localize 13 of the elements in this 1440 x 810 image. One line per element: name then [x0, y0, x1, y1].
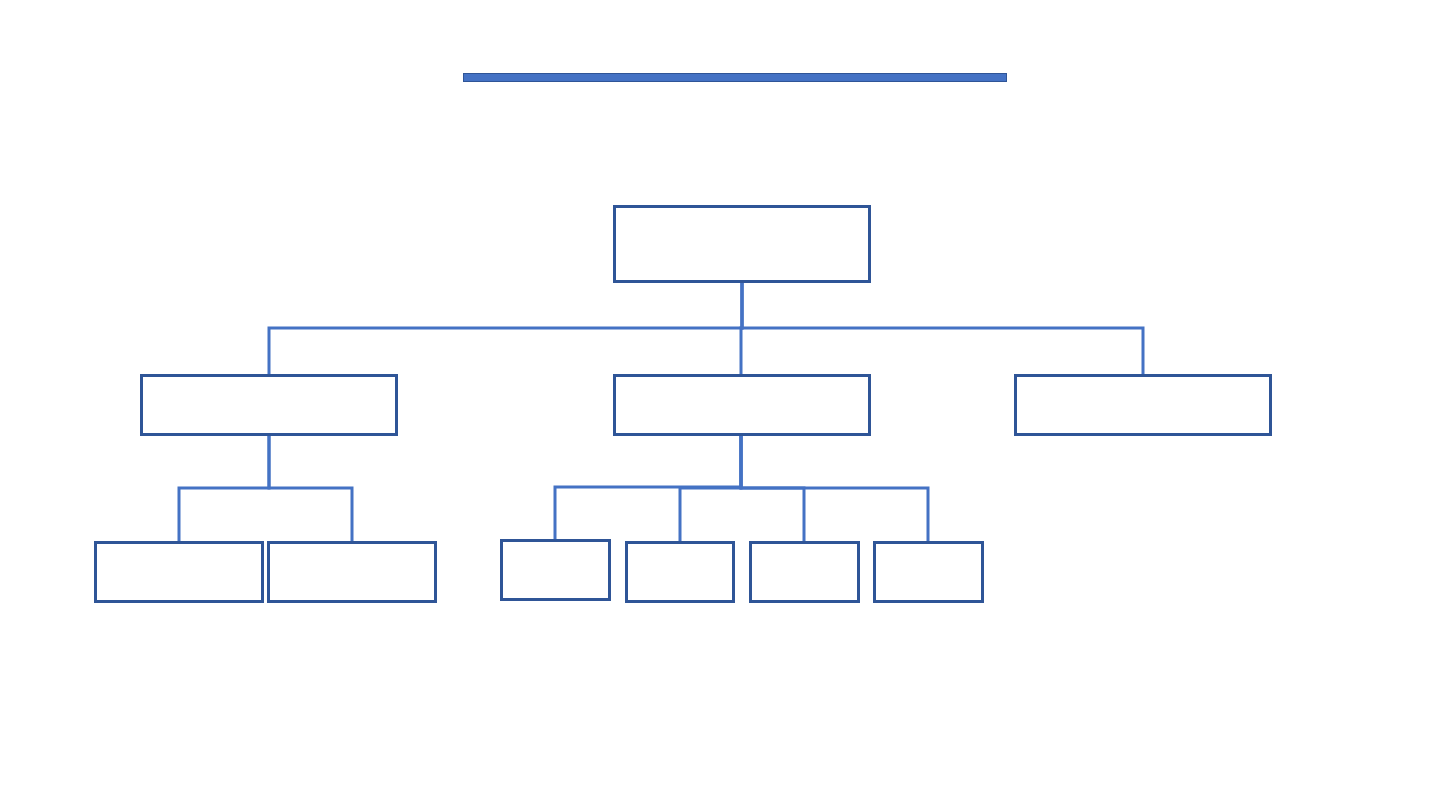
connector-line: [739, 436, 930, 541]
org-chart-box: [267, 541, 437, 603]
org-chart-box: [613, 374, 871, 436]
connector-line: [740, 283, 1145, 374]
org-chart-box: [500, 539, 611, 601]
connector-line: [267, 436, 354, 541]
org-chart-box: [94, 541, 264, 603]
org-chart-box: [1014, 374, 1272, 436]
org-chart-box: [873, 541, 984, 603]
org-chart-box: [140, 374, 398, 436]
org-chart-box: [625, 541, 735, 603]
org-chart-box: [749, 541, 860, 603]
org-chart-box: [613, 205, 871, 283]
